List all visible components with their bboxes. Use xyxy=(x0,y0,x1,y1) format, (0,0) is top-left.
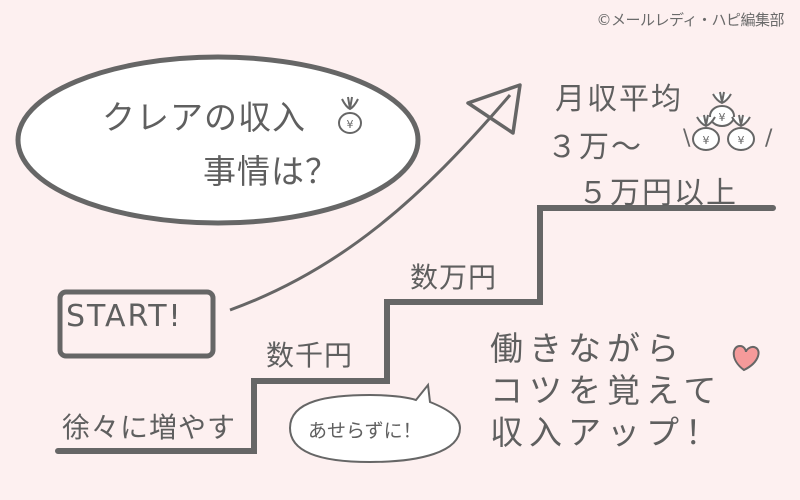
staircase xyxy=(55,205,776,454)
step-label-tens-of-thousands: 数万円 xyxy=(410,261,498,294)
step-label-gradually: 徐々に増やす xyxy=(62,411,237,444)
svg-text:¥: ¥ xyxy=(738,134,745,147)
message-line-3: 収入アップ！ xyxy=(490,413,724,452)
title-line-2: 事情は？ xyxy=(203,152,339,191)
svg-text:\: \ xyxy=(683,126,691,151)
title-line-1: クレアの収入 xyxy=(102,98,306,137)
heart-icon xyxy=(732,344,760,372)
svg-text:¥: ¥ xyxy=(347,118,354,131)
goal-line-1: 月収平均 xyxy=(555,82,683,117)
start-box xyxy=(57,289,216,359)
goal-line-3: ５万円以上 xyxy=(578,176,738,211)
hint-speech-bubble xyxy=(288,382,462,464)
message-line-2: コツを覚えて xyxy=(490,371,723,410)
arrow-head-icon xyxy=(466,83,522,135)
copyright-credit: ©メールレディ・ハピ編集部 xyxy=(596,11,785,29)
start-label: START! xyxy=(66,299,183,334)
hint-text: あせらずに！ xyxy=(308,420,422,442)
svg-text:¥: ¥ xyxy=(703,134,710,147)
title-speech-bubble xyxy=(15,54,421,226)
money-bag-icon: ¥ xyxy=(338,96,362,134)
growth-arrow xyxy=(229,94,512,312)
goal-line-2: ３万～ xyxy=(547,130,643,165)
money-bags-icon: \ / ¥ ¥ ¥ xyxy=(683,91,773,151)
message-line-1: 働きながら xyxy=(490,329,685,368)
step-label-thousands: 数千円 xyxy=(266,339,354,372)
svg-text:/: / xyxy=(765,126,773,151)
svg-text:¥: ¥ xyxy=(719,111,726,124)
